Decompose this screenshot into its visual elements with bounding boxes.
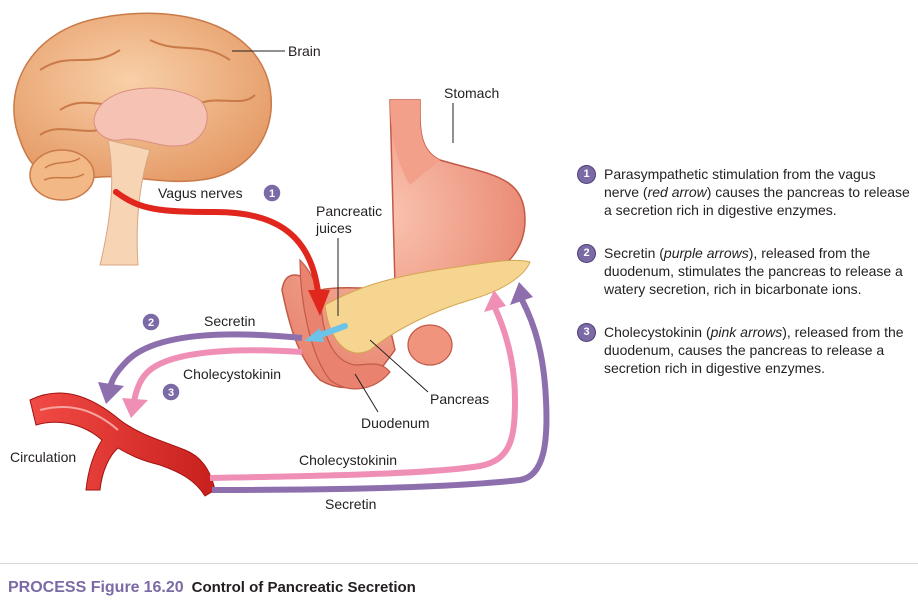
stomach-label: Stomach <box>444 85 499 101</box>
caption-divider <box>0 563 918 564</box>
cholecystokinin-arrow-upper <box>122 347 303 418</box>
brain-label: Brain <box>288 43 321 59</box>
circulation-label: Circulation <box>10 449 76 465</box>
caption-number: 16.20 <box>143 579 184 596</box>
cholecystokinin-label-lower: Cholecystokinin <box>299 452 397 468</box>
step-1: 1 Parasympathetic stimulation from the v… <box>578 165 913 219</box>
step-1-number: 1 <box>578 166 595 183</box>
step-3-badge: 3 <box>161 382 181 402</box>
pancreatic-juices-label-line1: Pancreatic <box>316 203 382 219</box>
caption-label: PROCESS Figure <box>8 579 140 596</box>
secretin-arrow-upper <box>98 331 303 404</box>
step-3-number: 3 <box>578 324 595 341</box>
step-1-badge: 1 <box>262 183 282 203</box>
cholecystokinin-arrow-lower <box>209 290 519 481</box>
svg-text:1: 1 <box>269 188 275 200</box>
svg-text:3: 3 <box>168 387 174 399</box>
step-2: 2 Secretin (purple arrows), released fro… <box>578 244 913 298</box>
step-descriptions: 1 Parasympathetic stimulation from the v… <box>578 165 913 402</box>
vagus-nerve-arrow <box>113 189 330 316</box>
caption-title: Control of Pancreatic Secretion <box>191 579 416 596</box>
cholecystokinin-label-upper: Cholecystokinin <box>183 366 281 382</box>
step-3: 3 Cholecystokinin (pink arrows), release… <box>578 323 913 377</box>
secretin-label-upper: Secretin <box>204 313 255 329</box>
vagus-nerves-label: Vagus nerves <box>158 185 243 201</box>
duodenum-label: Duodenum <box>361 415 430 431</box>
step-2-badge: 2 <box>141 312 161 332</box>
secretin-arrow-lower <box>211 282 550 493</box>
pancreatic-secretion-diagram: Brain Stomach Vagus nerves 1 Pancreatic … <box>10 12 550 512</box>
svg-text:2: 2 <box>148 317 154 329</box>
blood-vessel-illustration <box>29 392 216 497</box>
secretin-label-lower: Secretin <box>325 496 376 512</box>
brain-illustration <box>13 12 273 266</box>
digestive-organs-illustration <box>281 99 531 390</box>
pancreatic-juices-arrow <box>304 323 348 342</box>
pancreatic-juices-label-line2: juices <box>315 220 352 236</box>
pancreas-label: Pancreas <box>430 391 489 407</box>
step-2-number: 2 <box>578 245 595 262</box>
